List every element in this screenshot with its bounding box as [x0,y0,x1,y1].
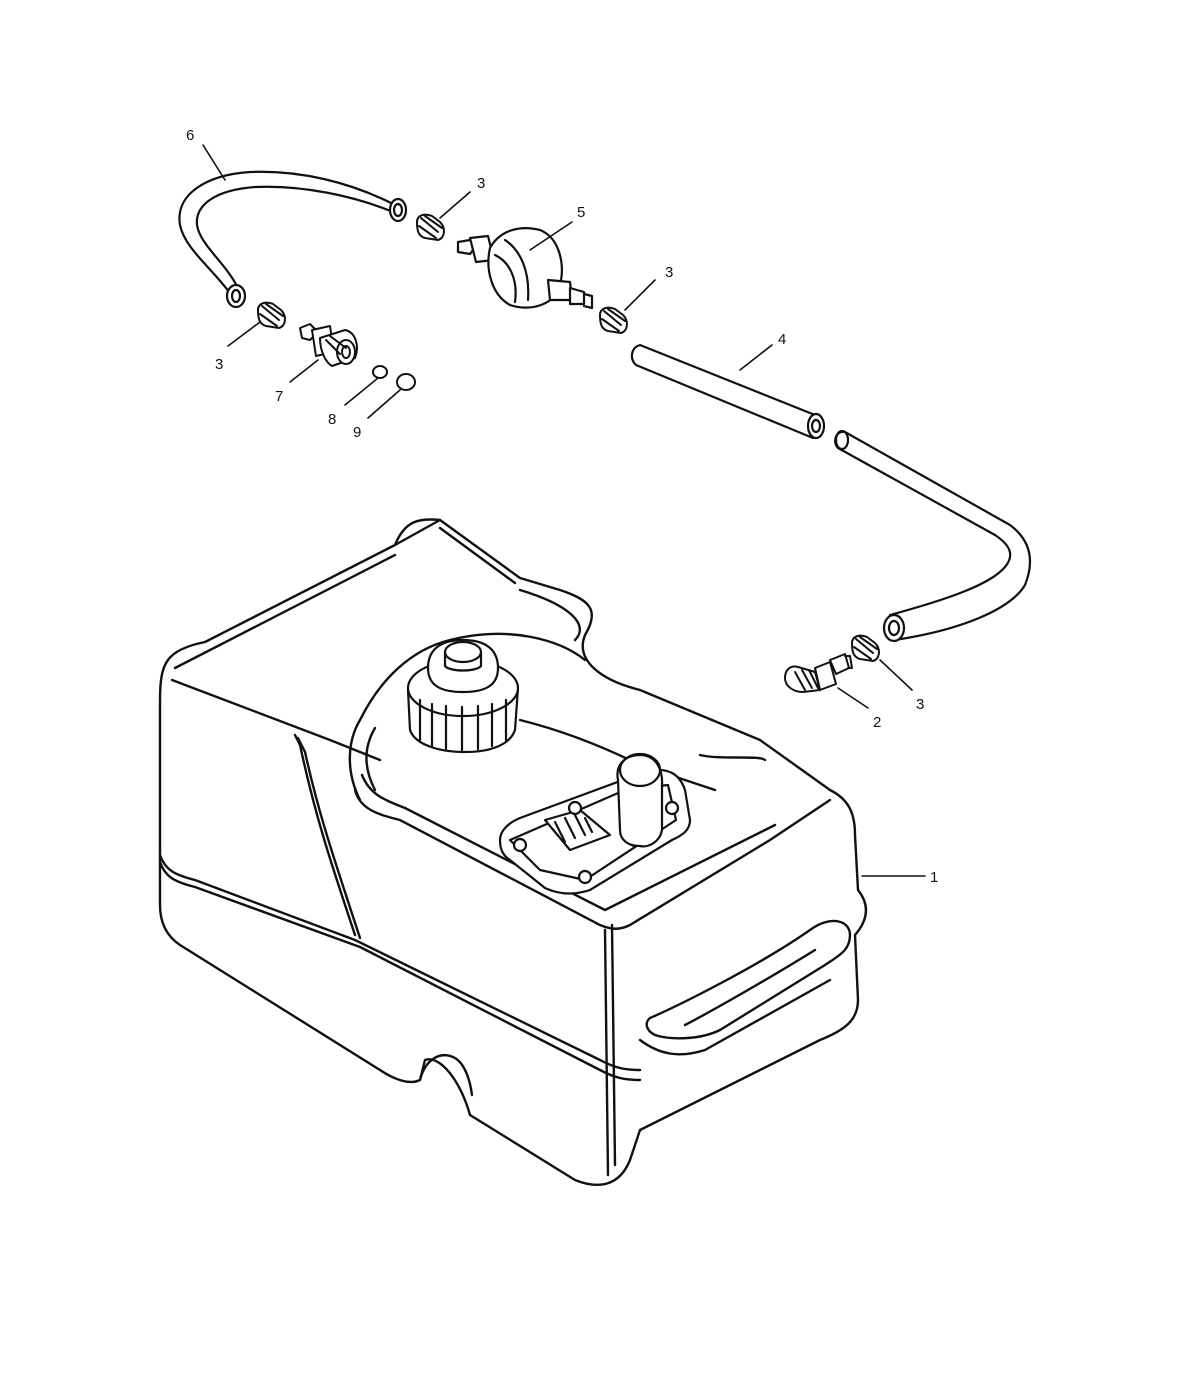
fuel-hose-straight [630,343,1032,643]
callout-2: 2 [873,714,881,731]
callout-labels: 6 3 5 3 4 3 7 8 9 2 3 1 [186,127,938,886]
callout-3-top: 3 [477,175,485,192]
primer-bulb [456,227,594,310]
hose-clamp [599,306,628,334]
hose-clamp [416,213,445,241]
callout-5: 5 [577,204,585,221]
engine-connector [299,323,358,367]
callout-3-left: 3 [215,356,223,373]
o-ring-large [396,373,416,391]
callout-leaders [202,144,926,877]
fuel-gauge-plate [498,752,692,895]
callout-3-fitting: 3 [916,696,924,713]
hose-clamp [851,634,880,662]
callout-3-right: 3 [665,264,673,281]
callout-9: 9 [353,424,361,441]
fuel-hose-loop [178,170,408,309]
callout-4: 4 [778,331,786,348]
callout-8: 8 [328,411,336,428]
hose-clamp [257,301,286,329]
tank-fitting [784,653,853,693]
fuel-cap [406,638,520,754]
callout-6: 6 [186,127,194,144]
o-ring-small [372,365,388,379]
callout-7: 7 [275,388,283,405]
callout-1: 1 [930,869,938,886]
